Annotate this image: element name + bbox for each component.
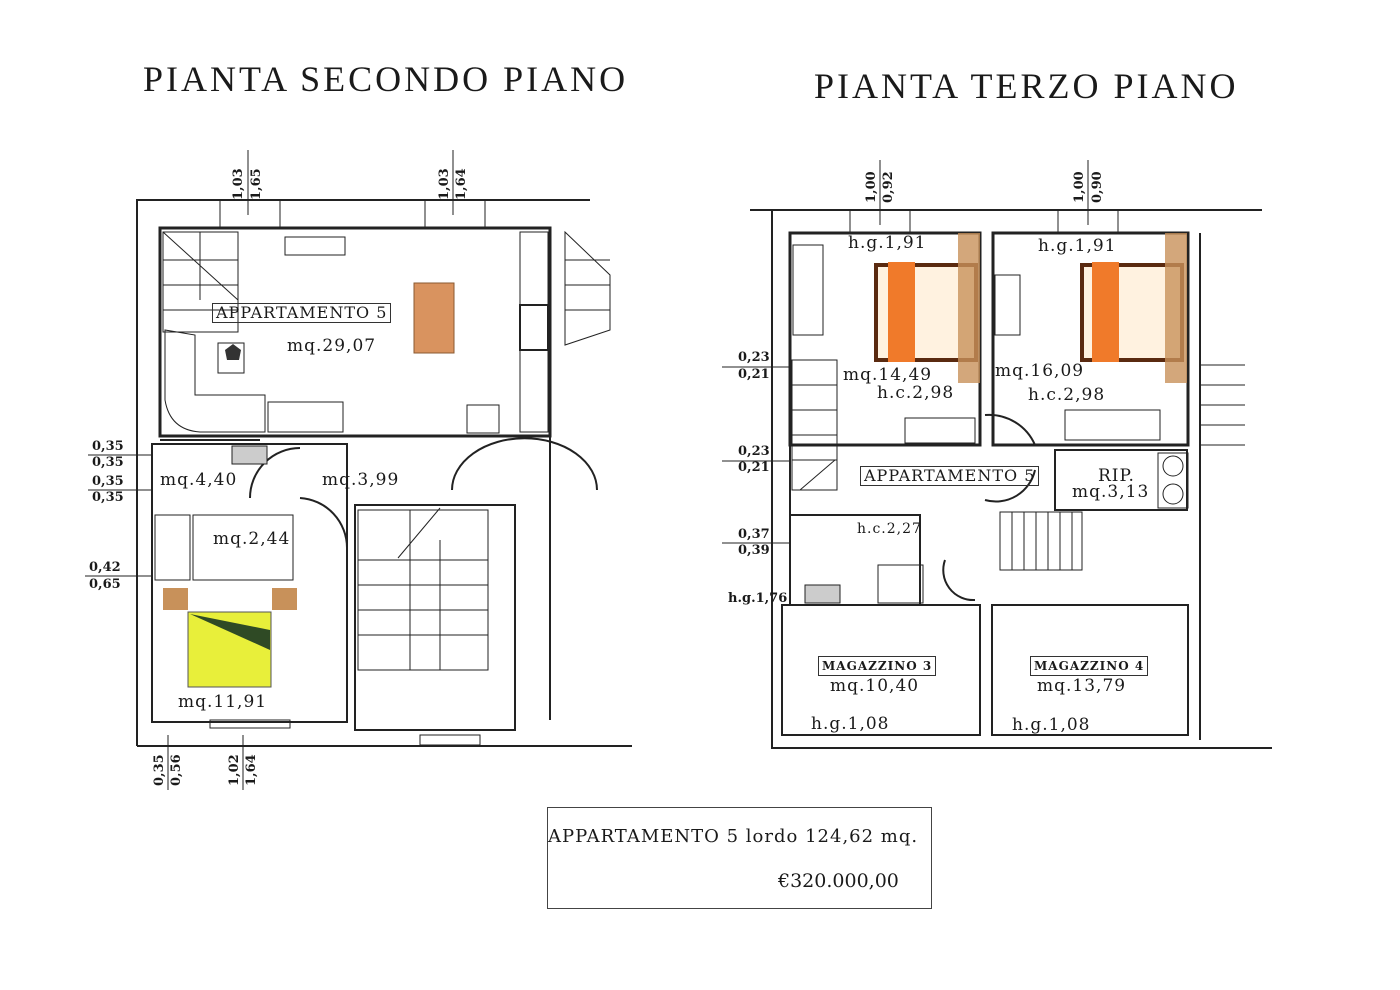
- dim-label: 1,64: [244, 754, 259, 786]
- price-summary-box: APPARTAMENTO 5 lordo 124,62 mq. €320.000…: [547, 807, 932, 909]
- dim-label: 0,92: [881, 171, 896, 203]
- dim-label: 0,35: [92, 455, 124, 470]
- apartment-label-left: APPARTAMENTO 5: [212, 303, 392, 323]
- storage-3-hg: h.g.1,08: [811, 714, 890, 734]
- rip-label: RIP.: [1098, 466, 1135, 486]
- storage-4-label: MAGAZZINO 4: [1030, 656, 1149, 676]
- bed2-area: mq.16,09: [995, 361, 1085, 381]
- dim-label: 1,64: [454, 168, 469, 200]
- dim-label: 0,42: [89, 560, 121, 575]
- dim-label: 1,65: [249, 168, 264, 200]
- bed1-area: mq.14,49: [843, 365, 933, 385]
- dim-label: 0,21: [738, 367, 770, 382]
- dim-label: 1,00: [1072, 171, 1087, 203]
- dim-label: 0,90: [1090, 171, 1105, 203]
- dim-label: 0,35: [92, 439, 124, 454]
- bed1-hg: h.g.1,91: [848, 233, 927, 253]
- title-third-floor: PIANTA TERZO PIANO: [814, 66, 1239, 106]
- bed2-hg: h.g.1,91: [1038, 236, 1117, 256]
- dim-label: 1,02: [227, 754, 242, 786]
- bath-hg: h.g.1,76: [728, 591, 788, 606]
- summary-area: APPARTAMENTO 5 lordo 124,62 mq.: [548, 826, 919, 847]
- room-area-living: mq.29,07: [287, 336, 377, 356]
- storage-4-hg: h.g.1,08: [1012, 715, 1091, 735]
- bed1-hc: h.c.2,98: [877, 383, 955, 403]
- dim-label: 0,39: [738, 543, 770, 558]
- dim-label: 0,56: [169, 754, 184, 786]
- dim-label: 0,35: [152, 754, 167, 786]
- bath-hc: h.c.2,27: [857, 521, 922, 537]
- storage-3-area: mq.10,40: [830, 676, 920, 696]
- summary-price: €320.000,00: [778, 870, 899, 892]
- apartment-label-right: APPARTAMENTO 5: [860, 466, 1040, 486]
- dim-label: 0,37: [738, 527, 770, 542]
- dim-label: 0,23: [738, 444, 770, 459]
- dim-label: 0,21: [738, 460, 770, 475]
- room-area-bath: mq.4,40: [160, 470, 238, 490]
- room-area-closet: mq.2,44: [213, 529, 291, 549]
- storage-3-label: MAGAZZINO 3: [818, 656, 937, 676]
- dim-label: 0,35: [92, 490, 124, 505]
- title-second-floor: PIANTA SECONDO PIANO: [143, 59, 629, 99]
- dining-table: [413, 282, 455, 354]
- room-area-hall: mq.3,99: [322, 470, 400, 490]
- dim-label: 0,65: [89, 577, 121, 592]
- dim-label: 0,23: [738, 350, 770, 365]
- storage-4-area: mq.13,79: [1037, 676, 1127, 696]
- dim-label: 0,35: [92, 474, 124, 489]
- dim-label: 1,00: [864, 171, 879, 203]
- rip-area: mq.3,13: [1072, 482, 1150, 502]
- room-area-bedroom: mq.11,91: [178, 692, 268, 712]
- dim-label: 1,03: [231, 168, 246, 200]
- bed2-hc: h.c.2,98: [1028, 385, 1106, 405]
- dim-label: 1,03: [437, 168, 452, 200]
